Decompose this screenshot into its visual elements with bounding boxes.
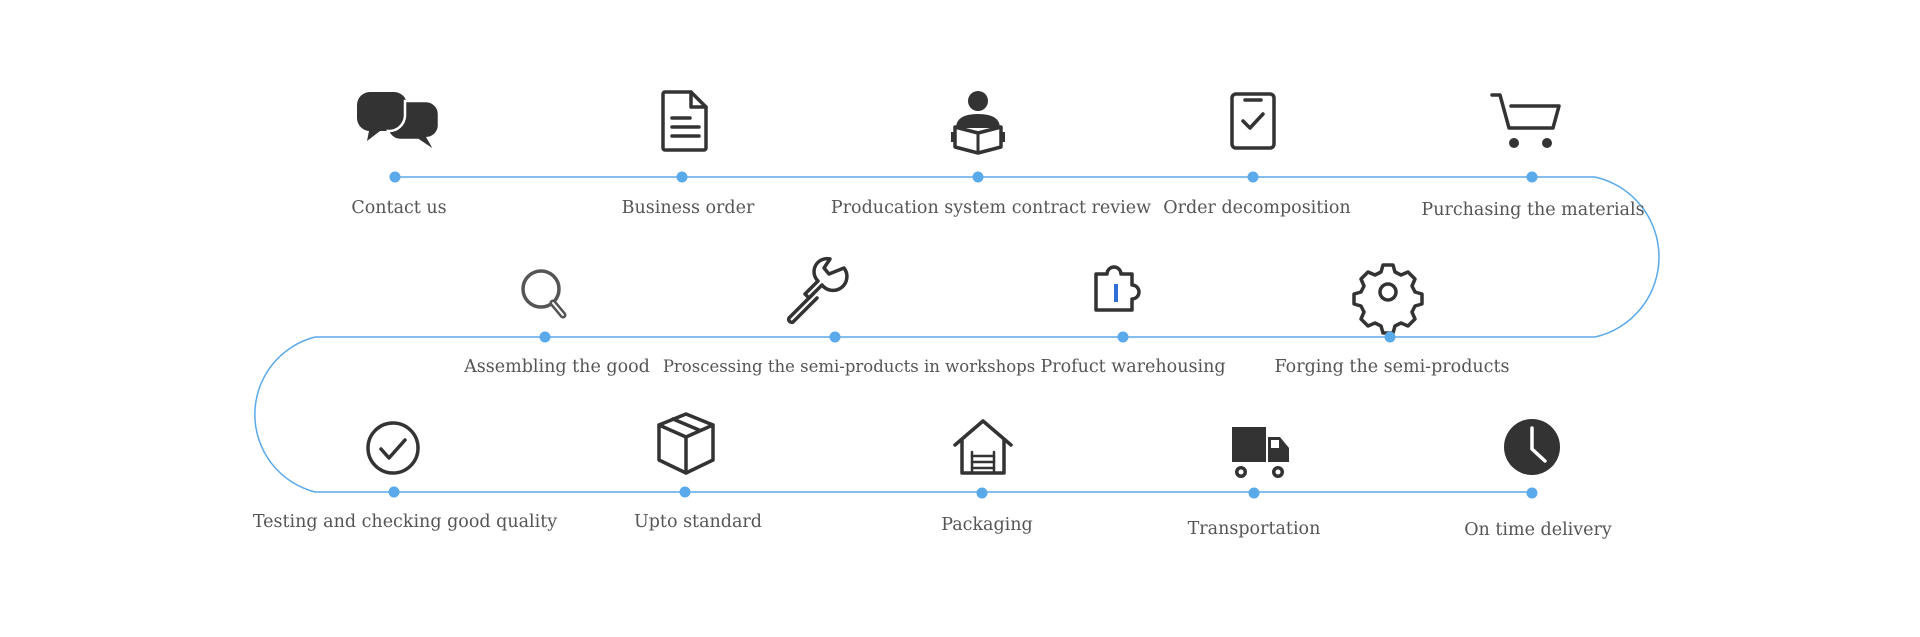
step-label: Transportation — [1188, 519, 1321, 539]
step-label: Business order — [622, 198, 755, 218]
step-upto-standard: Upto standard — [634, 412, 762, 532]
step-label: Profuct warehousing — [1040, 357, 1225, 377]
truck-icon — [1232, 427, 1289, 480]
step-dot — [1248, 487, 1260, 499]
check-circle-icon — [366, 421, 420, 475]
step-label: Proscessing the semi-products in worksho… — [663, 357, 1035, 376]
flow-connector-line — [254, 176, 1660, 493]
step-dot — [1526, 171, 1538, 183]
magnifier-icon — [521, 269, 567, 319]
step-label: Upto standard — [634, 512, 762, 532]
step-assembling: Assembling the good — [463, 269, 650, 377]
step-label: Assembling the good — [463, 357, 650, 377]
step-contract-review: Producation system contract review — [831, 91, 1151, 218]
puzzle-icon — [1094, 265, 1141, 312]
step-on-time-delivery: On time delivery — [1464, 419, 1612, 540]
step-packaging: Packaging — [941, 419, 1033, 535]
step-dot — [539, 331, 551, 343]
step-testing-quality: Testing and checking good quality — [253, 421, 557, 532]
step-label: Packaging — [941, 515, 1033, 535]
box-icon — [657, 412, 715, 475]
step-processing-semi-products: Proscessing the semi-products in worksho… — [663, 256, 1035, 376]
step-contact-us: Contact us — [351, 92, 447, 218]
step-label: Purchasing the materials — [1421, 200, 1644, 220]
step-business-order: Business order — [622, 90, 755, 218]
step-dot — [1526, 487, 1538, 499]
step-purchasing-materials: Purchasing the materials — [1421, 93, 1645, 220]
step-dot — [388, 486, 400, 498]
shopping-cart-icon — [1490, 93, 1561, 148]
step-dot — [389, 171, 401, 183]
step-dot — [972, 171, 984, 183]
chat-bubbles-icon — [356, 92, 441, 154]
step-dot — [676, 171, 688, 183]
clock-icon — [1504, 419, 1560, 475]
step-transportation: Transportation — [1188, 427, 1321, 539]
step-dot — [976, 487, 988, 499]
wrench-icon — [786, 256, 849, 325]
step-product-warehousing: Profuct warehousing — [1040, 265, 1226, 377]
step-dot — [1384, 331, 1396, 343]
clipboard-check-icon — [1230, 92, 1276, 150]
step-label: Testing and checking good quality — [253, 512, 557, 532]
step-dot — [829, 331, 841, 343]
step-forging-semi-products: Forging the semi-products — [1275, 263, 1510, 377]
step-order-decomposition: Order decomposition — [1163, 92, 1351, 218]
step-label: Forging the semi-products — [1275, 357, 1510, 377]
document-icon — [661, 90, 708, 152]
step-label: Order decomposition — [1163, 198, 1350, 218]
step-dot — [1117, 331, 1129, 343]
step-label: On time delivery — [1464, 520, 1612, 540]
step-label: Contact us — [351, 198, 446, 218]
gear-icon — [1352, 263, 1424, 335]
step-label: Producation system contract review — [831, 198, 1151, 218]
reader-person-icon — [951, 91, 1005, 155]
warehouse-icon — [953, 419, 1013, 475]
step-dot — [1247, 171, 1259, 183]
step-dot — [679, 486, 691, 498]
